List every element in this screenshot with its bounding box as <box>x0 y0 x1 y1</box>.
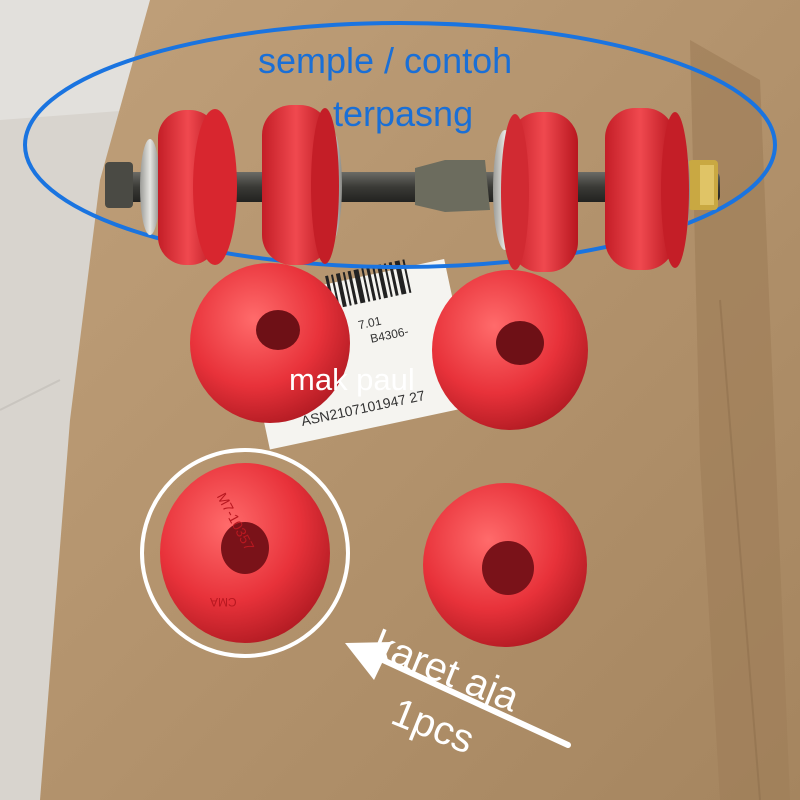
bushing-loose-2 <box>432 270 588 430</box>
bushing-loose-1 <box>190 263 350 423</box>
highlight-circle <box>140 448 350 658</box>
part-stamp-2: CMA <box>210 595 237 609</box>
bushing-loose-4 <box>423 483 587 647</box>
highlight-ellipse <box>23 21 777 269</box>
caption-line-2: terpasng <box>333 93 474 134</box>
caption-line-1: semple / contoh <box>258 40 513 81</box>
watermark: mak paul <box>289 362 415 397</box>
arrow-icon <box>345 642 571 748</box>
bushing-right-1 <box>501 112 578 272</box>
bushing-right-2 <box>605 108 689 270</box>
box-edge <box>690 40 790 800</box>
bushing-loose-3 <box>160 463 330 643</box>
bolt-assembly <box>105 105 720 272</box>
bushing-left-2 <box>262 105 339 265</box>
bushing-left-1 <box>158 109 237 265</box>
hex-coupler <box>415 160 490 212</box>
